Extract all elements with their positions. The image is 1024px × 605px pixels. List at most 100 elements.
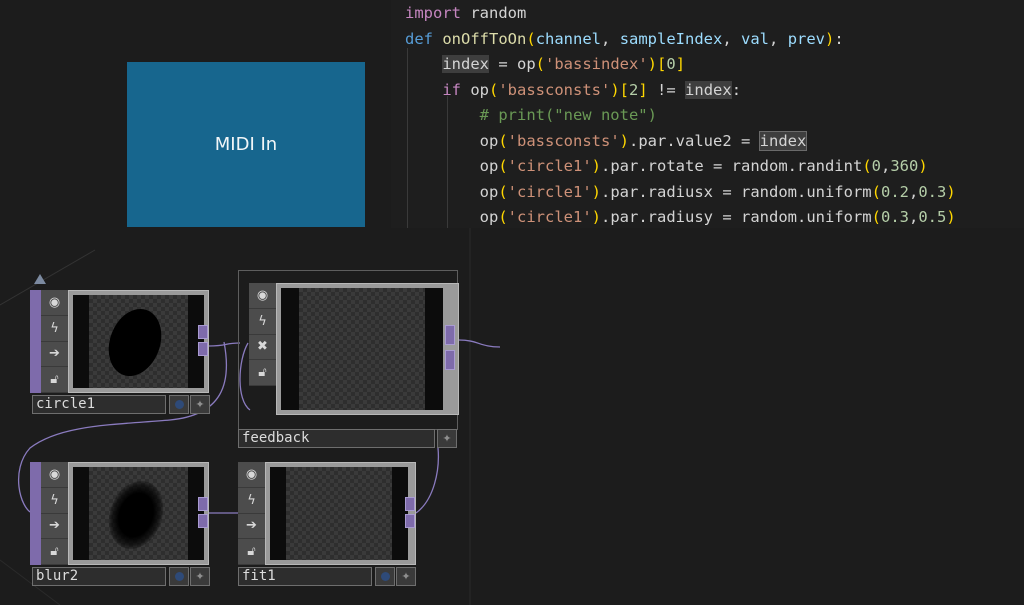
- bypass-icon[interactable]: ϟ: [41, 316, 68, 342]
- output-connector[interactable]: [198, 342, 208, 356]
- operator-viewer[interactable]: [281, 288, 443, 410]
- operator-blur2[interactable]: ◉ ϟ ➔ 🔓︎ blur2 ✦: [30, 462, 214, 587]
- code-token: (: [535, 55, 546, 73]
- output-connector[interactable]: [198, 514, 208, 528]
- code-token: prev: [787, 29, 826, 48]
- code-token: = op: [489, 55, 536, 73]
- code-line[interactable]: index = op('bassindex')[0]: [405, 52, 685, 76]
- code-token: !=: [647, 80, 686, 99]
- dot-icon: [380, 572, 390, 581]
- up-arrow-icon: [34, 274, 46, 284]
- code-token: (: [498, 208, 508, 226]
- code-line[interactable]: if op('bassconsts')[2] != index:: [405, 78, 741, 102]
- viewer-toggle[interactable]: [375, 567, 395, 586]
- code-token: ,: [881, 157, 891, 175]
- code-line[interactable]: op('bassconsts').par.value2 = index: [405, 129, 808, 153]
- operator-name[interactable]: circle1: [32, 395, 166, 414]
- viewer-active-icon[interactable]: ◉: [238, 462, 265, 488]
- code-token: .par.value2 =: [629, 131, 760, 150]
- code-token: 0: [666, 55, 676, 73]
- code-token: ): [825, 29, 835, 48]
- code-token: ): [946, 182, 956, 201]
- indent-guide: [407, 48, 408, 228]
- operator-feedback[interactable]: ◉ ϟ ✖ 🔓︎ feedback ✦: [238, 270, 463, 450]
- midi-in-panel[interactable]: MIDI In: [127, 62, 365, 227]
- lock-icon[interactable]: 🔓︎: [41, 367, 68, 393]
- bypass-icon[interactable]: ϟ: [41, 488, 68, 514]
- output-connector[interactable]: [445, 350, 455, 370]
- export-icon[interactable]: ➔: [41, 514, 68, 540]
- output-connector[interactable]: [405, 514, 415, 528]
- lock-icon[interactable]: 🔓︎: [249, 360, 276, 386]
- operator-name[interactable]: fit1: [238, 567, 372, 586]
- pin-icon[interactable]: ✦: [437, 429, 457, 448]
- code-token: ): [591, 182, 602, 201]
- code-token: (: [489, 80, 499, 99]
- code-token: ,: [908, 182, 919, 201]
- code-token: 'bassconsts': [498, 80, 611, 99]
- code-token: 0.5: [918, 208, 947, 226]
- code-token: import: [405, 4, 461, 22]
- input-connector[interactable]: [405, 497, 415, 511]
- operator-circle1[interactable]: ◉ ϟ ➔ 🔓︎ circle1 ✦: [30, 290, 214, 415]
- operator-fit1[interactable]: ◉ ϟ ➔ 🔓︎ fit1 ✦: [238, 462, 422, 587]
- bypass-icon[interactable]: ϟ: [238, 488, 265, 514]
- code-token: 2: [629, 80, 639, 99]
- code-token: ,: [769, 29, 788, 48]
- bypass-icon[interactable]: ϟ: [249, 309, 276, 335]
- code-token: onOffToOn: [442, 29, 527, 48]
- code-token: [433, 30, 442, 48]
- code-token: (: [862, 157, 872, 175]
- export-icon[interactable]: ➔: [238, 514, 265, 540]
- operator-name[interactable]: feedback: [238, 429, 435, 448]
- viewer-active-icon[interactable]: ◉: [41, 462, 68, 488]
- code-token: 'circle1': [507, 208, 592, 226]
- code-token: (: [871, 182, 881, 201]
- lock-icon[interactable]: 🔓︎: [41, 539, 68, 565]
- code-line[interactable]: op('circle1').par.radiusx = random.unifo…: [405, 180, 956, 204]
- input-connector[interactable]: [198, 325, 208, 339]
- code-line[interactable]: import random: [405, 1, 526, 25]
- code-token: ): [918, 157, 928, 175]
- code-token: (: [526, 29, 536, 48]
- operator-viewer[interactable]: [73, 295, 204, 388]
- close-icon[interactable]: ✖: [249, 335, 276, 361]
- pin-icon[interactable]: ✦: [396, 567, 416, 586]
- code-token: [: [657, 55, 667, 73]
- code-token: .par.radiusy = random.uniform: [601, 208, 872, 226]
- operator-viewer[interactable]: [73, 467, 204, 560]
- operator-flags: ◉ ϟ ➔ 🔓︎: [41, 290, 68, 393]
- pin-icon[interactable]: ✦: [190, 567, 210, 586]
- code-token: 360: [890, 157, 919, 175]
- lock-icon[interactable]: 🔓︎: [238, 539, 265, 565]
- operator-viewer[interactable]: [270, 467, 408, 560]
- code-line[interactable]: op('circle1').par.radiusy = random.unifo…: [405, 205, 956, 229]
- viewer-active-icon[interactable]: ◉: [41, 290, 68, 316]
- code-token: index: [685, 80, 732, 99]
- input-connector[interactable]: [198, 497, 208, 511]
- operator-name[interactable]: blur2: [32, 567, 166, 586]
- code-token: 0.3: [918, 182, 947, 201]
- code-token: :: [731, 80, 742, 99]
- export-icon[interactable]: ➔: [41, 342, 68, 368]
- code-token: [: [619, 80, 630, 99]
- viewer-active-icon[interactable]: ◉: [249, 283, 276, 309]
- dot-icon: [174, 572, 184, 581]
- code-token: op: [405, 131, 499, 150]
- code-token: 'bassconsts': [507, 131, 620, 150]
- code-line[interactable]: # print("new note"): [405, 103, 657, 127]
- operator-flags: ◉ ϟ ✖ 🔓︎: [249, 283, 276, 386]
- wire-circle1-blur2: [17, 341, 228, 514]
- code-token: 0.3: [880, 208, 909, 226]
- operator-flags: ◉ ϟ ➔ 🔓︎: [41, 462, 68, 565]
- code-token: ): [619, 131, 629, 150]
- input-connector[interactable]: [445, 325, 455, 345]
- code-line[interactable]: op('circle1').par.rotate = random.randin…: [405, 154, 928, 178]
- operator-family-strip: [30, 462, 41, 565]
- viewer-toggle[interactable]: [169, 567, 189, 586]
- pin-icon[interactable]: ✦: [190, 395, 210, 414]
- code-line[interactable]: def onOffToOn(channel, sampleIndex, val,…: [405, 27, 844, 51]
- dot-icon: [174, 400, 184, 409]
- viewer-toggle[interactable]: [169, 395, 189, 414]
